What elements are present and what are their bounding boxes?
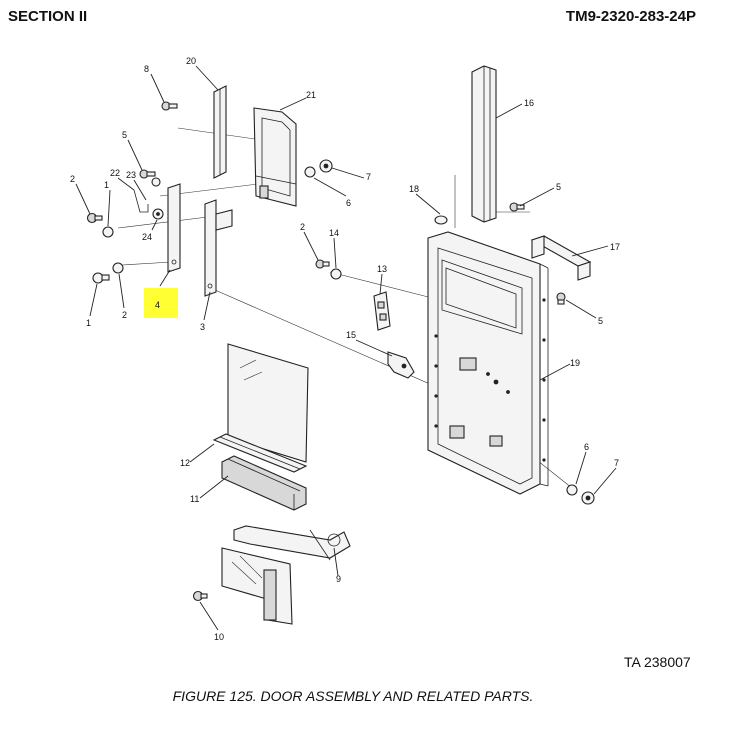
part-21-vent-window bbox=[253, 107, 297, 207]
figure-caption: FIGURE 125. DOOR ASSEMBLY AND RELATED PA… bbox=[172, 688, 534, 704]
callout-2-top: 2 bbox=[70, 174, 75, 184]
callout-18: 18 bbox=[409, 184, 419, 194]
callout-5-right: 5 bbox=[556, 182, 561, 192]
callout-3: 3 bbox=[200, 322, 205, 332]
callout-5-top: 5 bbox=[122, 130, 127, 140]
callout-6-bottom: 6 bbox=[584, 442, 589, 452]
part-16-run-channel bbox=[471, 65, 497, 223]
part-15-bracket bbox=[387, 351, 415, 379]
callout-4: 4 bbox=[155, 300, 160, 310]
callout-5-lower-right: 5 bbox=[598, 316, 603, 326]
part-3-rail bbox=[204, 199, 233, 297]
part-11-channel bbox=[221, 455, 307, 511]
callout-17: 17 bbox=[610, 242, 620, 252]
part-4-rail bbox=[167, 183, 181, 273]
callout-12: 12 bbox=[180, 458, 190, 468]
part-12-channel bbox=[212, 433, 308, 473]
callout-13: 13 bbox=[377, 264, 387, 274]
part-9-regulator bbox=[233, 525, 351, 561]
callout-11: 11 bbox=[190, 494, 199, 504]
part-19-door-frame bbox=[427, 231, 549, 495]
part-20-channel bbox=[213, 85, 227, 179]
figure-reference: TA 238007 bbox=[624, 654, 691, 670]
callout-10: 10 bbox=[214, 632, 224, 642]
callout-21: 21 bbox=[306, 90, 316, 100]
callout-numbers: 8 20 21 5 2 1 22 23 24 4 1 2 3 7 6 2 14 … bbox=[70, 56, 620, 642]
callout-7-bottom: 7 bbox=[614, 458, 619, 468]
door-glass bbox=[227, 343, 309, 463]
callout-2-bottom: 2 bbox=[122, 310, 127, 320]
manual-number: TM9-2320-283-24P bbox=[565, 8, 696, 25]
callout-2-mid: 2 bbox=[300, 222, 305, 232]
callout-20: 20 bbox=[186, 56, 196, 66]
callout-19: 19 bbox=[570, 358, 580, 368]
callout-8: 8 bbox=[144, 64, 149, 74]
callout-1-top: 1 bbox=[104, 180, 109, 190]
callout-15: 15 bbox=[346, 330, 356, 340]
regulator-plate bbox=[221, 547, 293, 625]
part-13-latch-plate bbox=[373, 291, 391, 331]
callout-16: 16 bbox=[524, 98, 534, 108]
callout-highlight bbox=[144, 288, 178, 318]
fasteners bbox=[86, 101, 595, 602]
callout-9: 9 bbox=[336, 574, 341, 584]
callout-14: 14 bbox=[329, 228, 339, 238]
section-label: SECTION II bbox=[8, 8, 88, 25]
callout-23: 23 bbox=[126, 170, 136, 180]
callout-7-top: 7 bbox=[366, 172, 371, 182]
part-17-bracket bbox=[530, 235, 592, 281]
callout-6-top: 6 bbox=[346, 198, 351, 208]
callout-24: 24 bbox=[142, 232, 152, 242]
leader-lines bbox=[75, 65, 617, 631]
callout-22: 22 bbox=[110, 168, 120, 178]
callout-1-bottom: 1 bbox=[86, 318, 91, 328]
